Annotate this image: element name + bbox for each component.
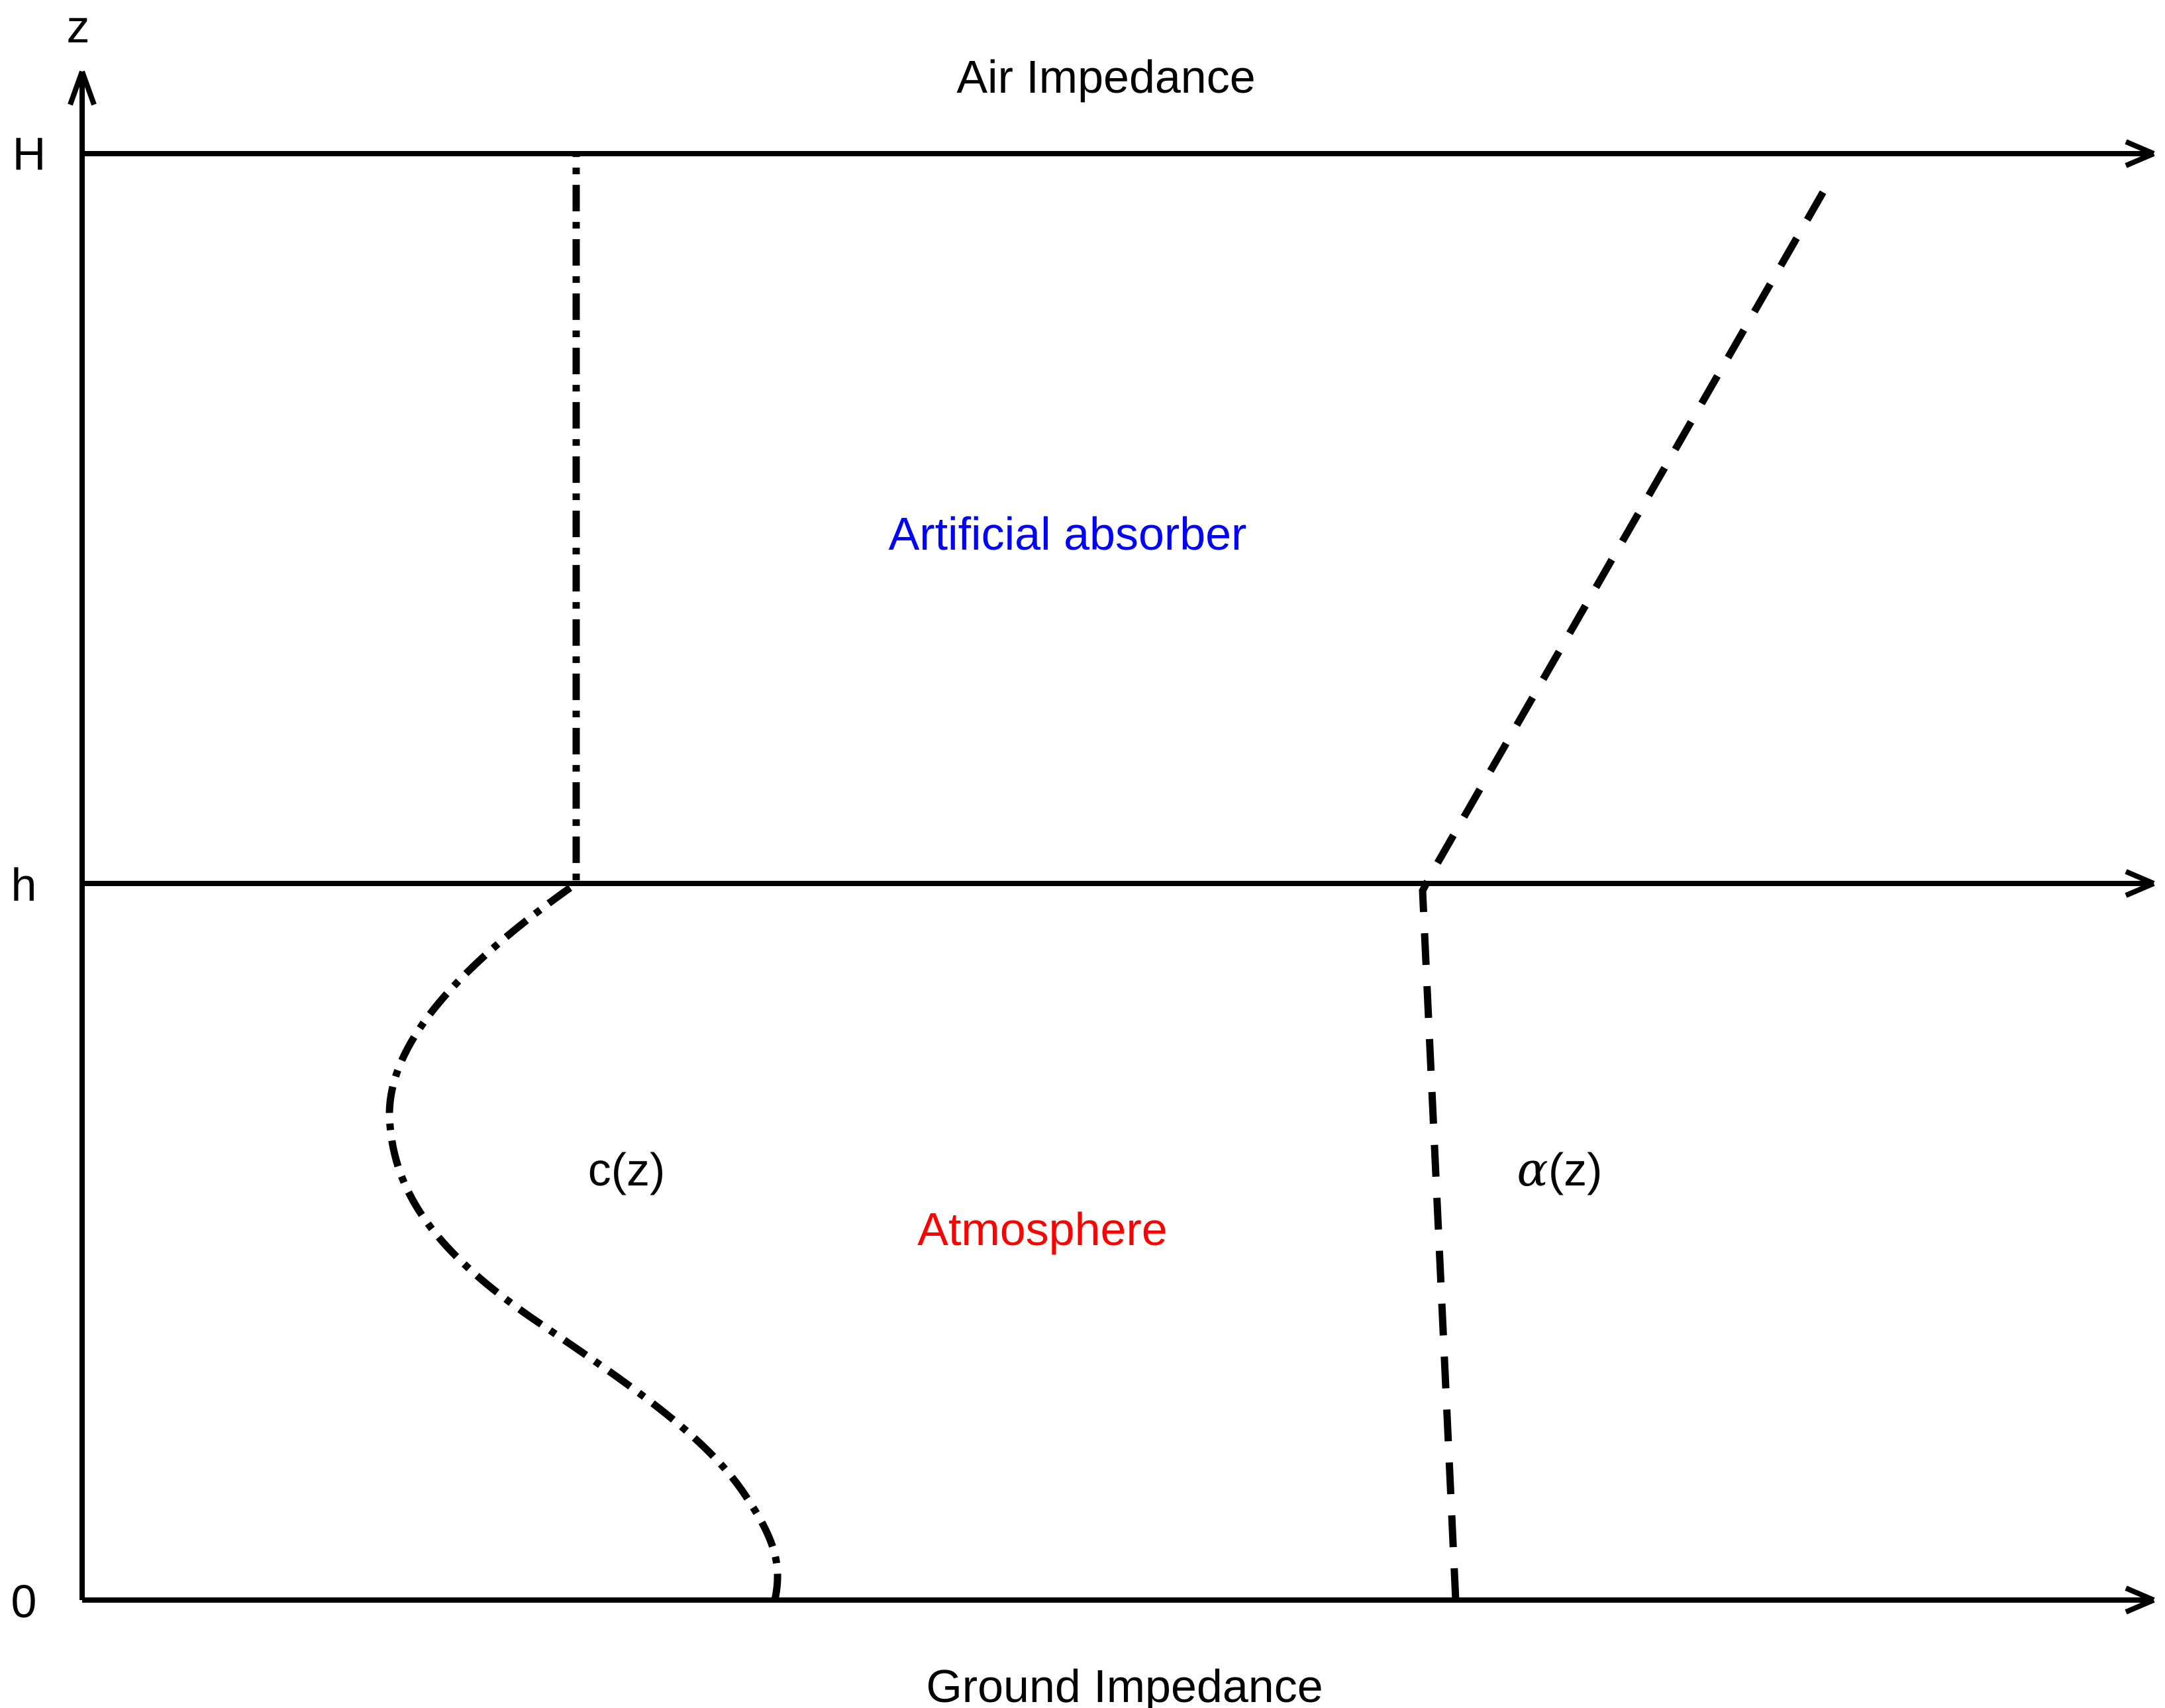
atmosphere-label: Atmosphere bbox=[917, 1203, 1167, 1255]
attenuation-suffix: (z) bbox=[1548, 1144, 1603, 1195]
attenuation-profile-curve bbox=[1419, 179, 1833, 1601]
ground-impedance-label: Ground Impedance bbox=[926, 1660, 1323, 1708]
artificial-absorber-label: Artificial absorber bbox=[889, 508, 1247, 560]
attenuation-profile-label: α(z) bbox=[1517, 1142, 1603, 1197]
air-impedance-label: Air Impedance bbox=[956, 51, 1255, 103]
sound-speed-profile-label: c(z) bbox=[588, 1144, 666, 1195]
boundary-h-arrowhead bbox=[2125, 869, 2155, 898]
sound-speed-profile-curve bbox=[385, 154, 781, 1601]
tick-label-h: h bbox=[11, 859, 37, 911]
tick-label-H: H bbox=[13, 128, 46, 179]
alpha-symbol: α bbox=[1517, 1142, 1548, 1197]
boundary-0-arrowhead bbox=[2125, 1585, 2155, 1615]
tick-label-0: 0 bbox=[11, 1576, 37, 1627]
boundary-H-arrowhead bbox=[2125, 139, 2155, 168]
z-axis-label: z bbox=[67, 1, 90, 52]
z-axis-arrowhead bbox=[68, 70, 97, 106]
